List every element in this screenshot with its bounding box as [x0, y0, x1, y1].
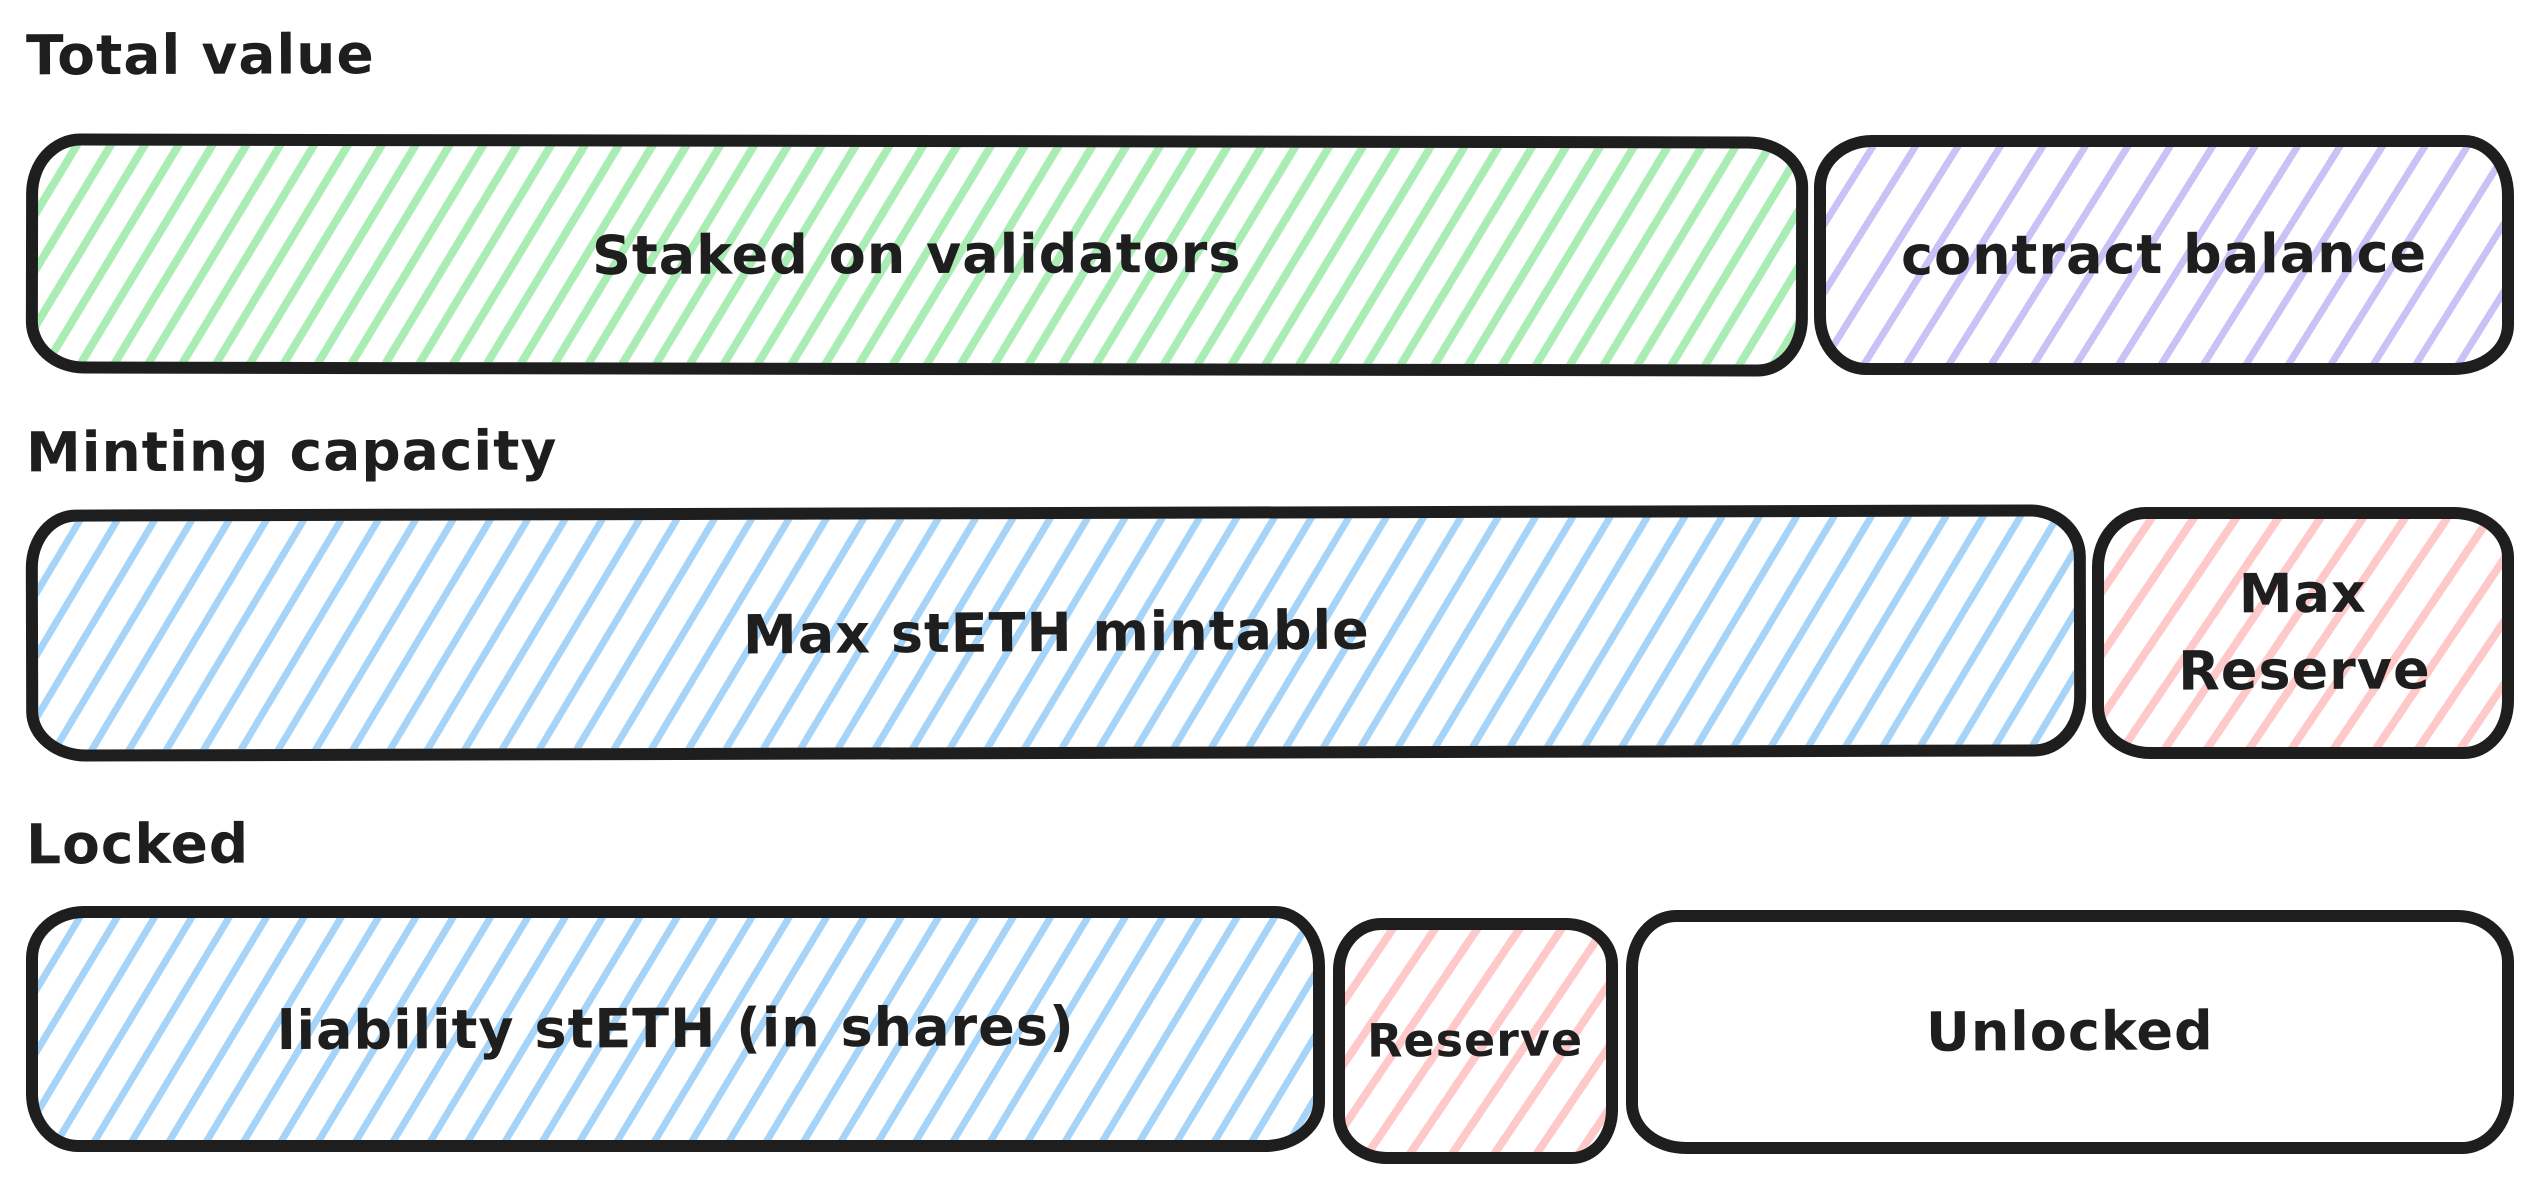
- segment-max-reserve: Max Reserve: [2092, 507, 2514, 759]
- segment-unlocked-label: Unlocked: [1925, 998, 2214, 1064]
- segment-liability-steth-in-shares-label: liability stETH (in shares): [276, 994, 1075, 1062]
- section-locked: Locked liability stETH (in shares) Reser…: [26, 803, 2514, 1164]
- segment-staked-on-validators: Staked on validators: [25, 133, 1809, 377]
- segment-reserve: Reserve: [1332, 918, 1618, 1164]
- segment-liability-steth-in-shares: liability stETH (in shares): [26, 906, 1325, 1152]
- segment-max-steth-mintable: Max stETH mintable: [25, 504, 2087, 762]
- segment-contract-balance: contract balance: [1814, 135, 2514, 375]
- segment-contract-balance-label: contract balance: [1900, 221, 2428, 288]
- bar-total-value: Staked on validators contract balance: [25, 133, 2514, 377]
- section-minting-capacity: Minting capacity Max stETH mintable Max …: [25, 411, 2514, 762]
- segment-max-steth-mintable-label: Max stETH mintable: [742, 598, 1370, 667]
- section-total-value: Total value Staked on validators contrac…: [25, 14, 2514, 377]
- bar-minting-capacity: Max stETH mintable Max Reserve: [25, 504, 2514, 762]
- section-label-locked: Locked: [25, 811, 250, 877]
- segment-reserve-label: Reserve: [1367, 1012, 1584, 1068]
- section-label-minting-capacity: Minting capacity: [25, 418, 558, 485]
- bar-locked: liability stETH (in shares) Reserve Unlo…: [26, 906, 2514, 1164]
- segment-max-reserve-label: Max Reserve: [2178, 561, 2431, 703]
- segment-unlocked: Unlocked: [1625, 910, 2514, 1154]
- segment-staked-on-validators-label: Staked on validators: [592, 221, 1242, 287]
- section-label-total-value: Total value: [25, 22, 375, 88]
